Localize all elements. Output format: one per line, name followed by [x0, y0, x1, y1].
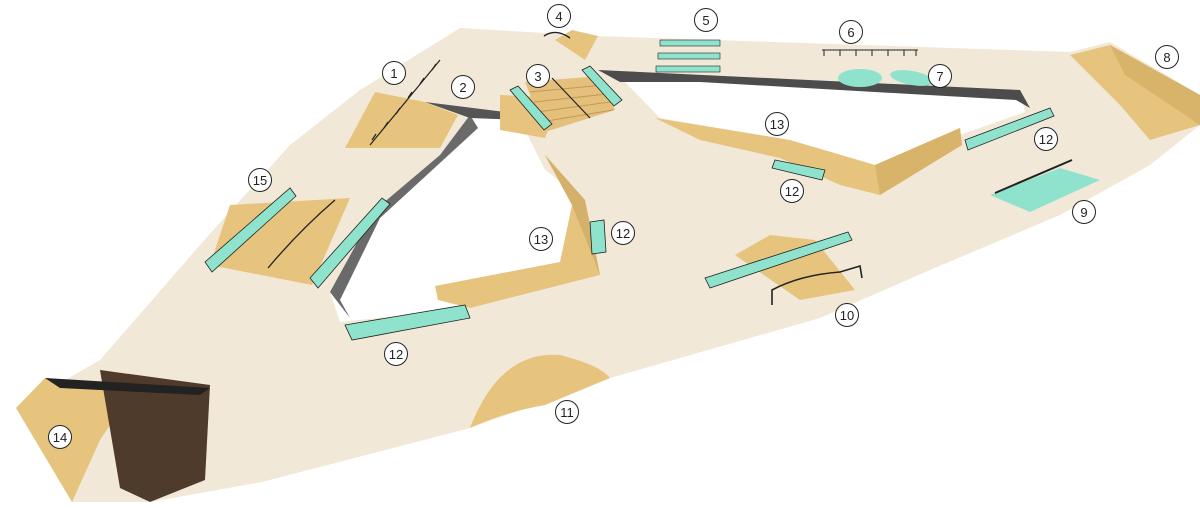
void-shadow-drop — [425, 102, 520, 120]
callout-12-right: 12 — [1034, 127, 1058, 151]
callout-3: 3 — [526, 64, 550, 88]
callout-7-number: 7 — [936, 68, 944, 84]
ledge-center — [589, 219, 607, 255]
callout-13a-number: 13 — [769, 116, 785, 132]
vert-ramp-deck — [16, 378, 132, 502]
callout-8: 8 — [1155, 45, 1179, 69]
callout-15-number: 15 — [252, 172, 268, 188]
hip — [555, 30, 598, 60]
ledges-5 — [655, 39, 721, 73]
curved-rail — [771, 264, 863, 305]
hubba-ledge-left — [204, 187, 297, 273]
callout-5: 5 — [694, 8, 718, 32]
bank-upper-face — [875, 128, 962, 195]
vert-ramp-side — [100, 370, 210, 502]
ledge-right — [964, 107, 1055, 151]
void-shadow-top — [598, 70, 1030, 108]
callout-4-number: 4 — [555, 8, 563, 24]
callout-13b-number: 13 — [533, 231, 549, 247]
hubba-ramp — [210, 198, 350, 285]
callout-8-number: 8 — [1163, 49, 1171, 65]
hip-rail — [543, 31, 571, 39]
stair-rail — [551, 77, 591, 119]
void-shadow-left — [330, 115, 478, 318]
curved-rail-ramp — [735, 235, 855, 300]
callout-1-number: 1 — [390, 65, 398, 81]
bank-center — [435, 155, 600, 308]
pod-right — [890, 70, 934, 86]
manual-pad — [990, 168, 1100, 212]
callout-12d-number: 12 — [1038, 131, 1054, 147]
callout-4: 4 — [547, 4, 571, 28]
callout-12b-number: 12 — [615, 225, 631, 241]
ledge-mid — [771, 159, 826, 181]
callout-9: 9 — [1072, 200, 1096, 224]
hubba-handrail — [267, 199, 336, 269]
quarter-pipe-face — [1110, 45, 1200, 125]
callout-3-number: 3 — [534, 68, 542, 84]
handrail-1 — [369, 59, 441, 146]
callout-2-number: 2 — [459, 79, 467, 95]
vert-ramp-lip — [45, 378, 210, 395]
callout-10: 10 — [835, 303, 859, 327]
callout-12-mid: 12 — [780, 179, 804, 203]
callout-15: 15 — [248, 168, 272, 192]
callout-9-number: 9 — [1080, 204, 1088, 220]
callout-14-number: 14 — [52, 429, 68, 445]
callout-12-center: 12 — [611, 221, 635, 245]
callout-13-upper: 13 — [765, 112, 789, 136]
long-ledge — [704, 231, 853, 289]
callout-12c-number: 12 — [784, 183, 800, 199]
callout-12a-number: 12 — [388, 346, 404, 362]
callout-7: 7 — [928, 64, 952, 88]
callout-10-number: 10 — [839, 307, 855, 323]
handrail-ramp — [345, 92, 458, 148]
hubba-ledge-right — [309, 197, 391, 289]
callout-11: 11 — [555, 400, 579, 424]
callout-1: 1 — [382, 61, 406, 85]
manual-pad-edge — [994, 159, 1073, 194]
quarter-pipe — [1070, 45, 1200, 140]
callout-13-center: 13 — [529, 227, 553, 251]
pod-left — [838, 69, 882, 87]
stair-ledge-right — [581, 65, 623, 107]
flat-rail-6 — [822, 49, 918, 56]
callout-6: 6 — [839, 20, 863, 44]
bowl-corner — [470, 354, 610, 428]
callout-5-number: 5 — [702, 12, 710, 28]
callout-11-number: 11 — [560, 404, 574, 420]
callout-2: 2 — [451, 75, 475, 99]
callout-14: 14 — [48, 425, 72, 449]
ledge-lower-left — [344, 304, 471, 341]
callout-12-lower-left: 12 — [384, 342, 408, 366]
stair-ledge-left — [509, 85, 553, 131]
callout-6-number: 6 — [847, 24, 855, 40]
